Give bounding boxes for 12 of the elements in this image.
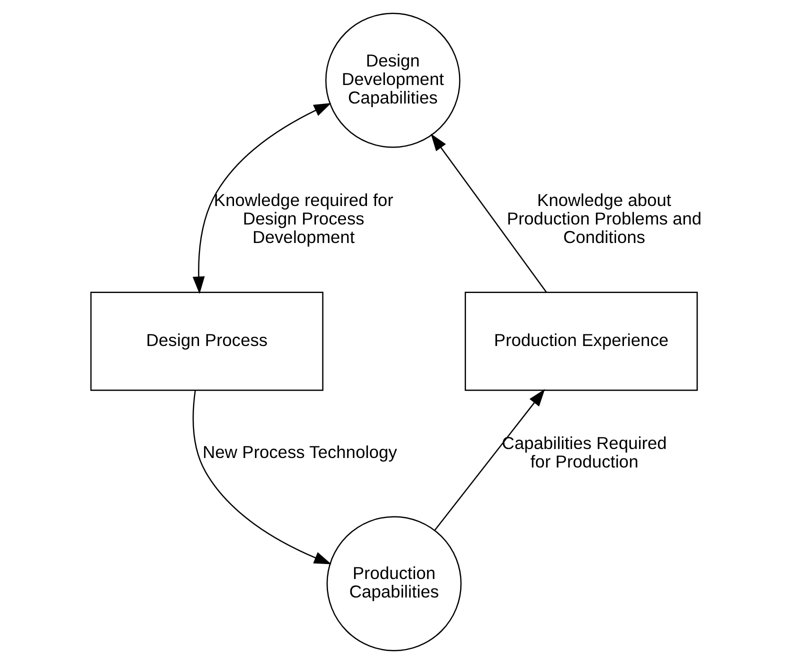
node-circle: Design Development Capabilities — [325, 12, 460, 148]
edge-label: Capabilities Required for Production — [502, 432, 667, 472]
node-box: Production Experience — [464, 292, 698, 391]
arrow — [434, 389, 545, 531]
node-box: Design Process — [90, 292, 324, 391]
arrow — [430, 134, 547, 293]
edge-label: Knowledge required for Design Process Development — [214, 190, 394, 247]
arrow — [192, 103, 332, 294]
edge-label: Knowledge about Production Problems and Conditions — [506, 190, 702, 247]
edge-label: New Process Technology — [202, 442, 398, 462]
arrow — [192, 390, 332, 564]
node-circle: Production Capabilities — [326, 516, 462, 652]
